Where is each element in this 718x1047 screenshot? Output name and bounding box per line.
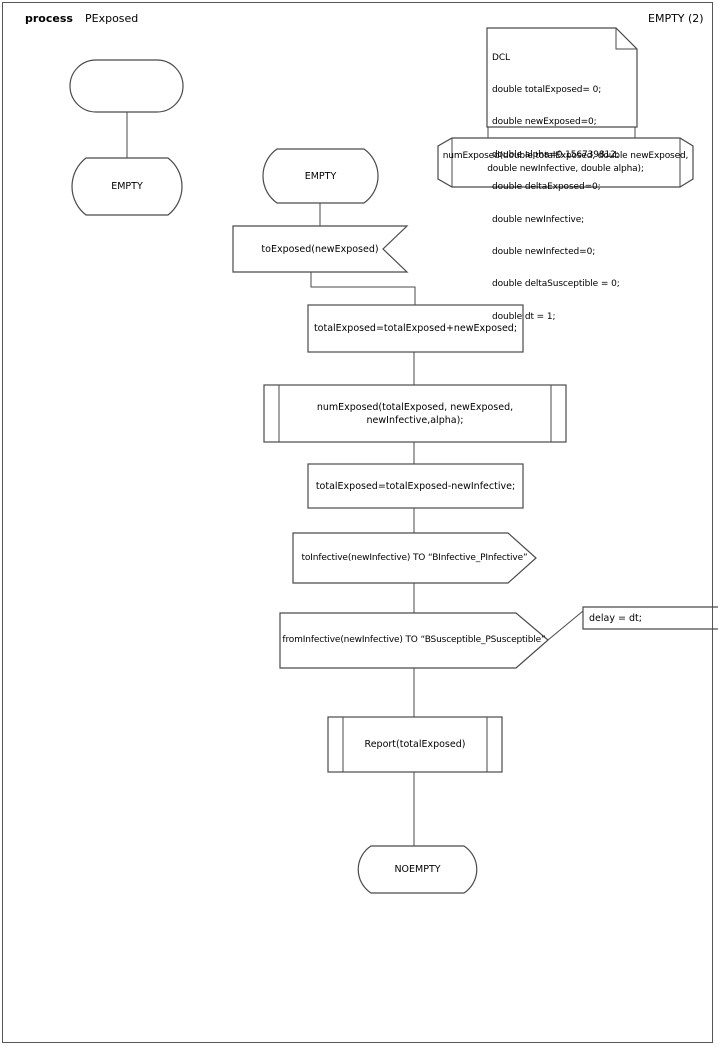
dcl-note-fold — [615, 28, 637, 50]
dcl-title: DCL — [492, 52, 510, 63]
output-toinfective-label: toInfective(newInfective) TO “BInfective… — [301, 552, 528, 563]
dcl-line: double totalExposed= 0; — [492, 84, 602, 95]
task-sub-shape — [307, 463, 524, 509]
state-empty-left-label: EMPTY — [111, 181, 143, 192]
dcl-line: double alpha=0.156739812; — [492, 149, 619, 160]
comment-connector — [547, 610, 584, 641]
process-name: PExposed — [85, 12, 139, 25]
state-empty-shape — [262, 148, 379, 204]
dcl-line: double newExposed=0; — [492, 117, 597, 128]
dcl-line: double deltaExposed=0; — [492, 182, 601, 193]
dcl-line: double newInfected=0; — [492, 246, 596, 257]
output-frominfective-shape — [279, 612, 549, 669]
dcl-note-shape — [486, 27, 638, 128]
page-name-label: EMPTY (2) — [648, 12, 704, 25]
task-add-label: totalExposed=totalExposed+newExposed; — [313, 323, 518, 334]
task-add-shape — [307, 304, 524, 353]
input-signal-label: toExposed(newExposed) — [261, 243, 379, 255]
state-noempty-shape — [357, 845, 478, 894]
output-frominfective-label: fromInfective(newInfective) TO “BSuscept… — [282, 635, 546, 645]
procedure-call-line1: numExposed(totalExposed, newExposed, — [316, 401, 514, 413]
dcl-line: double deltaSusceptible = 0; — [492, 279, 620, 290]
input-signal-shape — [232, 225, 409, 273]
procedure-declaration-text: numExposed(double totalExposed, double n… — [440, 138, 691, 187]
procedure-call-label: numExposed(totalExposed, newExposed, new… — [264, 385, 566, 442]
comment-delay-label: delay = dt; — [589, 612, 642, 624]
dcl-line: double newInfective; — [492, 214, 585, 225]
dcl-note-text: DCL double totalExposed= 0; double newEx… — [492, 31, 634, 344]
state-noempty-label: NOEMPTY — [394, 864, 441, 875]
state-empty-left-shape — [71, 157, 183, 216]
procedure-call-line2: newInfective,alpha); — [366, 414, 464, 426]
report-call-shape — [327, 716, 503, 773]
state-empty-label: EMPTY — [304, 170, 337, 182]
report-call-label: Report(totalExposed) — [364, 739, 466, 750]
connector-input-to-task — [310, 272, 416, 305]
comment-shape — [582, 606, 718, 630]
procedure-declaration-line1: numExposed(double totalExposed, double n… — [442, 150, 689, 161]
procedure-declaration-line2: double newInfective, double alpha); — [487, 163, 644, 174]
start-symbol — [69, 59, 184, 113]
dcl-line: double dt = 1; — [492, 311, 556, 322]
procedure-call-shape — [263, 384, 567, 443]
output-toinfective-shape — [292, 532, 537, 584]
process-keyword: process — [25, 12, 73, 25]
task-sub-label: totalExposed=totalExposed-newInfective; — [315, 480, 516, 492]
